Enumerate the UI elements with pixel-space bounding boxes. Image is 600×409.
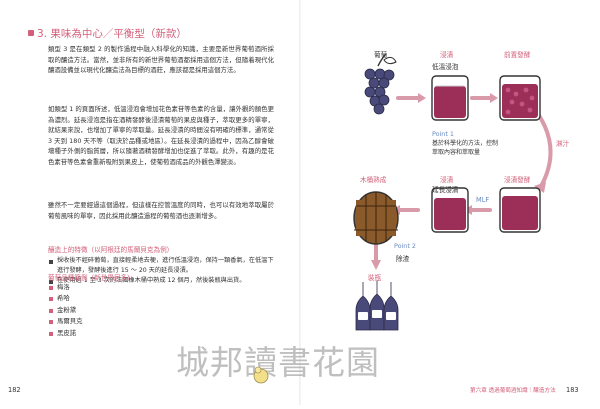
bottle-label	[372, 310, 382, 318]
label-extended: 浸漬	[440, 176, 454, 184]
label-clarify: 除渣	[396, 255, 410, 263]
features-list: 採收後不經碎葡萄，直接輕柔地去梗，進行低溫浸泡，保持一類香氣，在低溫下進行發酵，…	[48, 256, 278, 287]
feature-item: 在使用過 1 至 3 次的法國橡木桶中熟成 12 個月，然後裝瓶與出貨。	[48, 276, 278, 286]
feature-item: 採收後不經碎葡萄，直接輕柔地去梗，進行低溫浸泡，保持一類香氣，在低溫下進行發酵，…	[48, 256, 278, 276]
label-bottling: 裝瓶	[368, 274, 382, 282]
watermark-text: 城邦讀書花園	[176, 343, 380, 382]
winemaking-diagram: 葡萄 浸漬 低溫浸泡 前置發酵 淋汁 Point 1 基於科學化的方法，控制 萃…	[300, 0, 600, 405]
chapter-footer: 第六章 透過葡萄酒知識｜釀造方法	[470, 388, 556, 394]
wine-bottles-icon	[355, 280, 399, 331]
grape-item: 黑皮諾	[48, 328, 168, 339]
label-extended-maceration: 延長浸漬	[432, 186, 459, 194]
label-grape: 葡萄	[374, 51, 388, 59]
bottle-label	[358, 312, 368, 320]
label-cold-soak: 低溫浸泡	[432, 63, 459, 71]
fermentation-tank-icon	[499, 75, 541, 121]
label-oak-aging: 木桶熟成	[360, 176, 387, 184]
grape-bunch-icon	[364, 53, 397, 115]
label-mlf: MLF	[476, 196, 490, 204]
arrowhead	[371, 260, 381, 270]
features-title: 釀造上的特徵（以阿根廷的馬爾貝克為例）	[48, 246, 174, 254]
grape-item: 金粉黛	[48, 305, 168, 316]
label-fermentation-post: 浸漬發酵	[504, 176, 531, 184]
paragraph-2: 如類型 1 的頁面所述，低溫浸泡會增加花色素苷等色素的含量，讓外觀的顏色更為濃烈…	[48, 105, 274, 166]
page-number-left: 182	[8, 386, 21, 394]
oak-barrel-icon	[353, 191, 399, 245]
point2-title: Point 2	[394, 242, 416, 250]
label-fermentation-pre: 前置發酵	[504, 51, 531, 59]
fermentation-post-tank-icon	[499, 187, 541, 233]
paragraph-3: 雖然不一定要經過這個過程，但這樣在控管溫度的同時，也可以有效地萃取屬於葡萄風味的…	[48, 201, 274, 220]
grape-item: 馬爾貝克	[48, 316, 168, 327]
point1-title: Point 1	[432, 130, 454, 138]
heading-bullet-icon	[28, 30, 34, 36]
section-heading: 3. 果味為中心／平衡型（新款）	[28, 26, 187, 41]
soak-tank-icon	[431, 75, 469, 121]
label-soak: 浸漬	[440, 51, 454, 59]
grapes-list: 梅洛 希哈 金粉黛 馬爾貝克 黑皮諾	[48, 282, 168, 339]
point1-note: 基於科學化的方法，控制 萃取內容和萃取量	[432, 140, 499, 156]
arrowhead	[418, 93, 426, 103]
arrow-ferment-to-post	[536, 112, 553, 190]
label-pump-over: 淋汁	[556, 140, 570, 148]
grape-item: 梅洛	[48, 282, 168, 293]
arrowhead	[534, 182, 546, 193]
page-number-right: 183	[566, 386, 579, 394]
extended-maceration-tank-icon	[431, 187, 469, 233]
diagram-graphics	[353, 53, 553, 331]
bottle-label	[386, 312, 396, 320]
grapes-title: 葡萄品種範例（新世界居多）	[48, 274, 134, 282]
gutter	[299, 0, 301, 405]
arrowhead	[490, 93, 498, 103]
grape-item: 希哈	[48, 293, 168, 304]
paragraph-1: 類型 3 是在類型 2 的製作過程中融入科學化的知識，主要是新世界葡萄酒所採取的…	[48, 45, 274, 75]
watermark-logo-icon	[253, 366, 269, 384]
